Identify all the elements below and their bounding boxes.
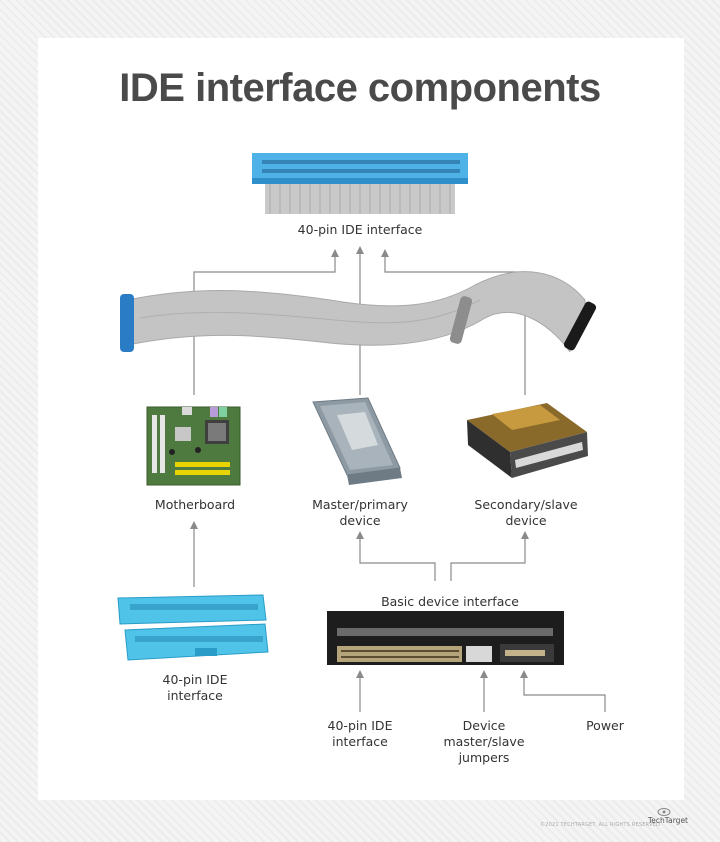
motherboard-icon	[146, 406, 241, 486]
label-slave: Secondary/slave device	[474, 497, 578, 528]
brand-text: TechTarget	[648, 816, 689, 825]
ide-header-connector-icon	[252, 153, 468, 214]
label-basic-device: Basic device interface	[381, 594, 519, 609]
eye-logo-icon	[657, 808, 671, 816]
copyright-text: ©2021 TECHTARGET. ALL RIGHTS RESERVED	[540, 822, 660, 828]
label-motherboard: Motherboard	[154, 497, 236, 512]
label-jumpers: Device master/slave jumpers	[443, 718, 525, 765]
arrowheads	[190, 246, 529, 678]
label-master: Master/primary device	[312, 497, 408, 528]
drive-back-panel-icon	[327, 611, 564, 665]
ide-socket-connector-icon	[117, 594, 269, 661]
diagram-title: IDE interface components	[119, 66, 601, 110]
label-40pin-connector: 40-pin IDE interface	[162, 672, 228, 703]
hard-drive-icon	[312, 397, 402, 485]
optical-drive-icon	[467, 403, 588, 478]
label-40pin-device: 40-pin IDE interface	[327, 718, 393, 749]
label-power: Power	[586, 718, 624, 733]
label-40pin-top: 40-pin IDE interface	[297, 222, 423, 237]
ribbon-cable-icon	[120, 271, 597, 353]
